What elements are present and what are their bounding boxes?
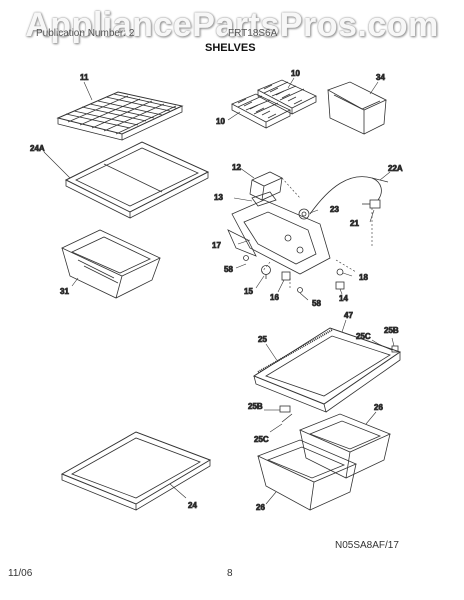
terminal-part[interactable] — [335, 281, 345, 290]
connector-part[interactable] — [336, 268, 344, 276]
callout-label: 25B — [248, 402, 263, 411]
light-cover-part[interactable] — [249, 171, 283, 201]
callout-label: 23 — [330, 205, 339, 214]
shelf-clip-part[interactable] — [377, 343, 399, 353]
callout-label: 18 — [359, 273, 368, 282]
ice-tray-part[interactable] — [231, 93, 291, 129]
diagram-code: N05SA8AF/17 — [335, 540, 399, 551]
footer-date: 11/06 — [8, 568, 33, 579]
callout-label: 25 — [258, 335, 267, 344]
callout-label: 14 — [339, 294, 348, 303]
callout-label: 31 — [60, 287, 69, 296]
callout-label: 22A — [388, 164, 403, 173]
callout-label: 58 — [312, 299, 321, 308]
crisper-drawer-part[interactable] — [256, 439, 358, 511]
glass-shelf-24-part[interactable] — [60, 431, 212, 511]
thermostat-part[interactable] — [298, 208, 310, 220]
callout-label: 10 — [216, 117, 225, 126]
callout-label: 16 — [270, 293, 279, 302]
ice-bin-part[interactable] — [327, 81, 387, 135]
callout-label: 58 — [224, 265, 233, 274]
crisper-cover-shelf-part[interactable] — [252, 327, 402, 413]
crisper-drawer-part[interactable] — [298, 413, 392, 479]
screw-part[interactable] — [243, 255, 249, 261]
shelf-clip-part[interactable] — [279, 405, 293, 423]
callout-label: 13 — [214, 193, 223, 202]
callout-label: 15 — [244, 287, 253, 296]
light-bulb-part[interactable] — [261, 265, 271, 280]
screw-part[interactable] — [297, 287, 303, 293]
switch-part[interactable] — [362, 199, 381, 209]
crisper-pan-part[interactable] — [61, 229, 161, 299]
callout-label: 24A — [30, 144, 45, 153]
callout-label: 12 — [232, 163, 241, 172]
callout-label: 10 — [291, 69, 300, 78]
callout-label: 21 — [350, 219, 359, 228]
callout-label: 26 — [374, 403, 383, 412]
lamp-socket-part[interactable] — [281, 271, 291, 281]
callout-label: 26 — [256, 503, 265, 512]
watermark: AppliancePartsPros.com — [25, 6, 439, 44]
callout-label: 17 — [212, 241, 221, 250]
glass-shelf-24a-part[interactable] — [64, 141, 210, 219]
callout-label: 11 — [80, 73, 89, 82]
control-housing-part[interactable] — [227, 199, 331, 275]
wire-shelf-part[interactable] — [56, 91, 184, 141]
ice-tray-part[interactable] — [257, 79, 317, 115]
callout-label: 25B — [384, 326, 399, 335]
publication-number: Publication Number: 2 — [36, 28, 135, 39]
callout-label: 47 — [344, 311, 353, 320]
page-number: 8 — [227, 568, 233, 579]
model-number: FRT18S6A — [228, 28, 278, 39]
callout-label: 25C — [254, 435, 269, 444]
callout-label: 34 — [376, 73, 385, 82]
callout-label: 25C — [356, 332, 371, 341]
section-title: SHELVES — [205, 42, 256, 54]
callout-label: 24 — [188, 501, 197, 510]
bracket-part[interactable] — [251, 191, 277, 207]
